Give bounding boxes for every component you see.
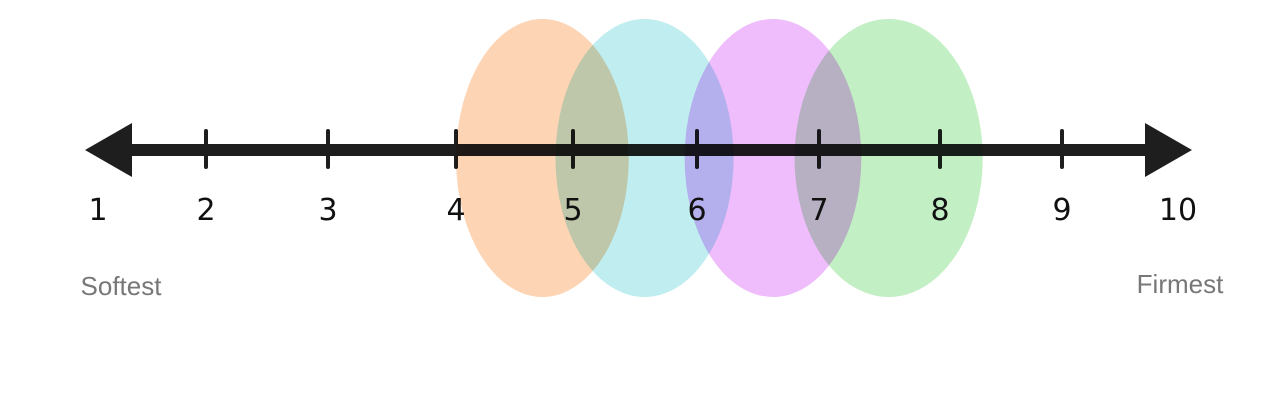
tick-mark — [204, 129, 208, 169]
tick-mark — [1060, 129, 1064, 169]
range-ellipse-cyan — [555, 19, 734, 297]
tick-label: 8 — [930, 193, 949, 228]
range-ellipse-green — [794, 19, 983, 297]
tick-label: 4 — [446, 193, 465, 228]
softest-label: Softest — [81, 271, 163, 301]
right-arrowhead — [1145, 123, 1192, 177]
tick-label: 2 — [196, 193, 215, 228]
tick-label: 9 — [1052, 193, 1071, 228]
tick-label: 7 — [809, 193, 828, 228]
firmest-label: Firmest — [1137, 269, 1224, 299]
tick-label: 10 — [1159, 193, 1197, 228]
tick-mark — [326, 129, 330, 169]
left-arrowhead — [85, 123, 132, 177]
tick-label: 5 — [563, 193, 582, 228]
tick-label: 1 — [88, 193, 107, 228]
tick-label: 3 — [318, 193, 337, 228]
tick-label: 6 — [687, 193, 706, 228]
